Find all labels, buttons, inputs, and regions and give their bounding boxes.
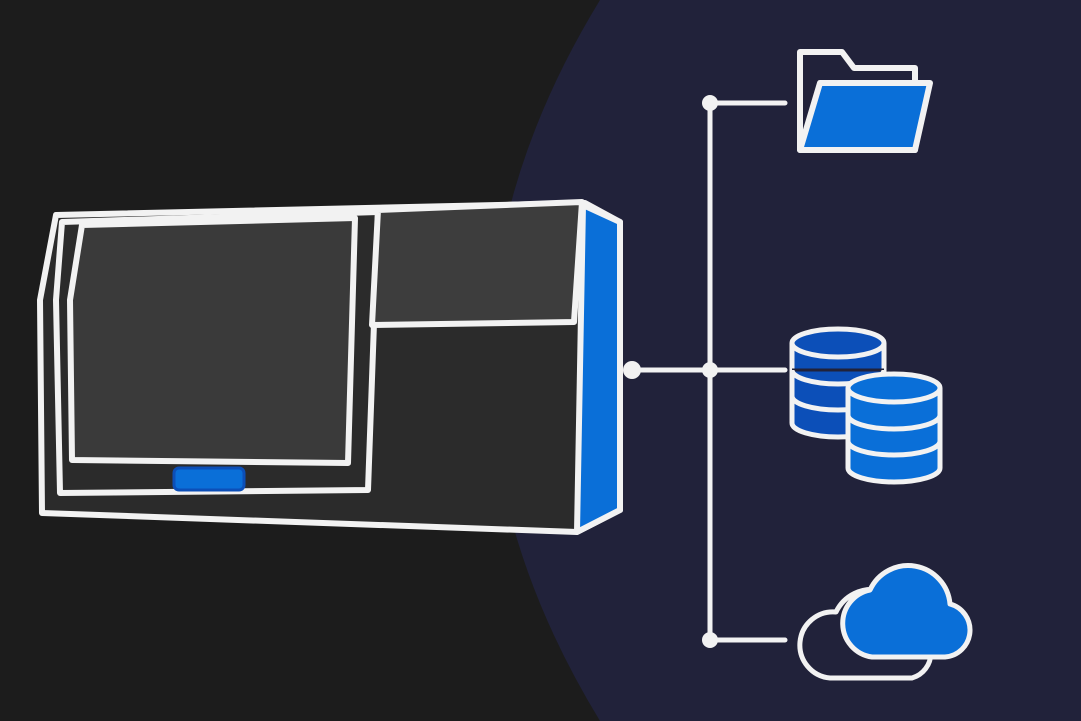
connector-node bbox=[702, 362, 718, 378]
instrument-window bbox=[67, 215, 358, 466]
database-cylinder-front bbox=[845, 371, 943, 485]
folder-front bbox=[797, 80, 933, 153]
lab-instrument-icon bbox=[37, 199, 623, 535]
instrument-top-panel bbox=[369, 199, 585, 328]
instrument-handle bbox=[172, 466, 246, 492]
connector-nodes bbox=[623, 95, 718, 648]
cloud-filled-front bbox=[840, 563, 973, 660]
connector-node bbox=[702, 632, 718, 648]
instrument-blue-side-panel bbox=[574, 202, 623, 535]
cloud-icon bbox=[797, 563, 973, 681]
connector-node bbox=[702, 95, 718, 111]
connector-node bbox=[623, 361, 641, 379]
folder-icon bbox=[797, 49, 933, 153]
database-icon bbox=[789, 326, 943, 485]
right-panel-background bbox=[490, 0, 1081, 721]
